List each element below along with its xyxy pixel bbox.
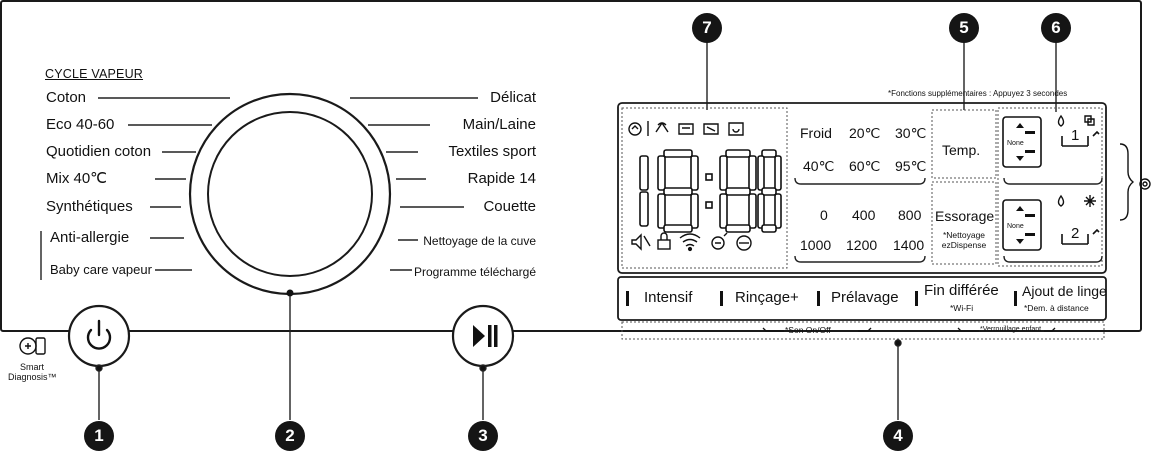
dispenser-number: 2 [1071, 225, 1080, 242]
smart-diagnosis-label: Smart Diagnosis™ [8, 362, 57, 382]
program-label-right: Nettoyage de la cuve [423, 234, 536, 248]
gear-icon [1139, 178, 1151, 190]
temp-button-label[interactable]: Temp. [942, 142, 981, 158]
steam-icon [628, 122, 642, 136]
spin-option: 800 [898, 207, 922, 223]
program-label-left: Quotidien coton [46, 143, 152, 160]
prewash-button[interactable]: Prélavage [831, 289, 899, 306]
spin-option: 1400 [893, 237, 925, 253]
fabric-softener-icon [1084, 115, 1095, 126]
control-panel [0, 0, 1142, 332]
add-laundry-sub-label: *Dem. à distance [1024, 303, 1089, 313]
temp-option: 20℃ [849, 125, 881, 141]
child-lock-icon [657, 232, 671, 250]
child-lock-label: *Verrouillage enfant [980, 326, 1042, 333]
add-laundry-button[interactable]: Ajout de linge [1022, 283, 1107, 299]
level-label: None [1007, 140, 1024, 147]
display-panel [617, 102, 1107, 274]
program-dial-inner[interactable] [207, 111, 373, 277]
program-label-right: Programme téléchargé [413, 265, 536, 279]
program-label-left: Mix 40℃ [46, 170, 108, 187]
program-label-left: Anti-allergie [50, 229, 130, 246]
level-selector-2[interactable] [1002, 199, 1042, 251]
spin-option: 400 [852, 207, 876, 223]
program-label-left: Synthétiques [46, 198, 133, 215]
time-display [639, 149, 782, 233]
sound-toggle-label: *Son On/Off [785, 325, 831, 335]
program-label-right: Main/Laine [462, 116, 536, 133]
drop-icon [1057, 114, 1065, 127]
program-label-left: Coton [46, 89, 87, 106]
snowflake-icon [1084, 195, 1096, 207]
program-label-right: Textiles sport [448, 143, 536, 160]
callout-number: 2 [275, 421, 305, 451]
rinse-icon [703, 123, 719, 135]
temp-option: 95℃ [895, 158, 927, 174]
power-button[interactable] [67, 304, 131, 368]
wash-tub-icon [678, 123, 694, 135]
dispenser-number: 1 [1071, 127, 1080, 144]
temp-option: 30℃ [895, 125, 927, 141]
callout-number: 4 [883, 421, 913, 451]
spin-button-label[interactable]: Essorage [935, 208, 995, 224]
callout-number: 1 [84, 421, 114, 451]
wifi-icon [679, 233, 701, 252]
spin-option: 1200 [846, 237, 878, 253]
cycle-steam-title: CYCLE VAPEUR [45, 67, 144, 81]
drop-icon [1057, 194, 1065, 207]
spin-option: 1000 [800, 237, 832, 253]
program-label-right: Couette [483, 198, 536, 215]
program-label-left: Baby care vapeur [50, 262, 152, 277]
level-selector-1[interactable] [1002, 116, 1042, 168]
temp-option: 40℃ [803, 158, 835, 174]
callout-number: 5 [949, 13, 979, 43]
program-label-left: Eco 40-60 [46, 116, 115, 133]
intensive-button[interactable]: Intensif [644, 289, 693, 306]
option-button-row [617, 276, 1107, 321]
spin-option: 0 [820, 207, 828, 223]
program-label-right: Rapide 14 [467, 170, 536, 187]
power-icon [86, 319, 112, 350]
play-pause-icon [473, 325, 498, 347]
callout-number: 6 [1041, 13, 1071, 43]
extra-functions-note: *Fonctions supplémentaires : Appuyez 3 s… [888, 89, 1068, 98]
ezdispense-label: *Nettoyage ezDispense [941, 230, 987, 250]
spin-icon [728, 122, 744, 136]
level-label: None [1007, 223, 1024, 230]
remote-start-icon [711, 232, 728, 250]
mute-icon [631, 233, 651, 251]
callout-number: 3 [468, 421, 498, 451]
delay-end-sub-label: *Wi-Fi [950, 303, 974, 313]
tub-clean-icon [736, 235, 752, 251]
rinse-plus-button[interactable]: Rinçage+ [735, 289, 799, 306]
delay-end-button[interactable]: Fin différée [924, 282, 999, 299]
smart-diagnosis-icon [19, 337, 46, 355]
prewash-icon [655, 121, 669, 133]
callout-number: 7 [692, 13, 722, 43]
temp-option: 60℃ [849, 158, 881, 174]
start-pause-button[interactable] [451, 304, 515, 368]
temp-option: Froid [800, 125, 832, 141]
program-label-right: Délicat [490, 89, 536, 106]
